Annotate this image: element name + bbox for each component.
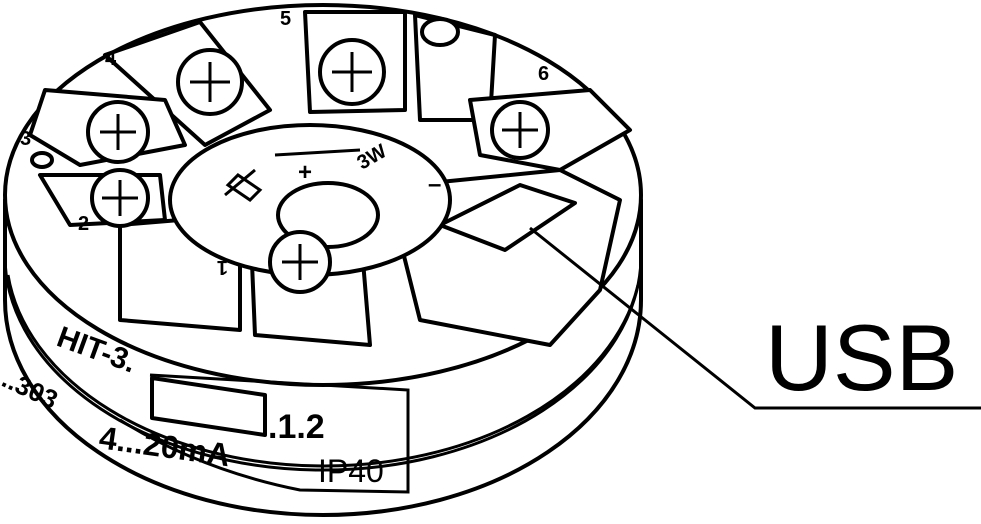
ip-rating: IP40: [318, 453, 384, 489]
model-suffix: .1.2: [268, 408, 325, 446]
screws: [86, 38, 550, 294]
terminal-3-label: 3: [20, 128, 31, 150]
mount-hole: [420, 17, 460, 47]
mount-hole: [30, 151, 54, 169]
terminal-4-label: 4: [105, 48, 117, 70]
minus-sign: –: [428, 171, 441, 198]
terminal-1-label: 1: [217, 256, 228, 278]
terminal-2-label: 2: [78, 213, 89, 235]
label-panel: [119, 373, 410, 494]
usb-leader-line: [529, 226, 981, 410]
serial-field: [150, 376, 267, 437]
plus-sign: +: [298, 159, 312, 186]
terminal-6-label: 6: [538, 63, 549, 85]
terminal-5-label: 5: [280, 8, 291, 30]
usb-port: [438, 183, 577, 252]
usb-label: USB: [765, 305, 958, 410]
sensor-symbol: [224, 148, 361, 202]
